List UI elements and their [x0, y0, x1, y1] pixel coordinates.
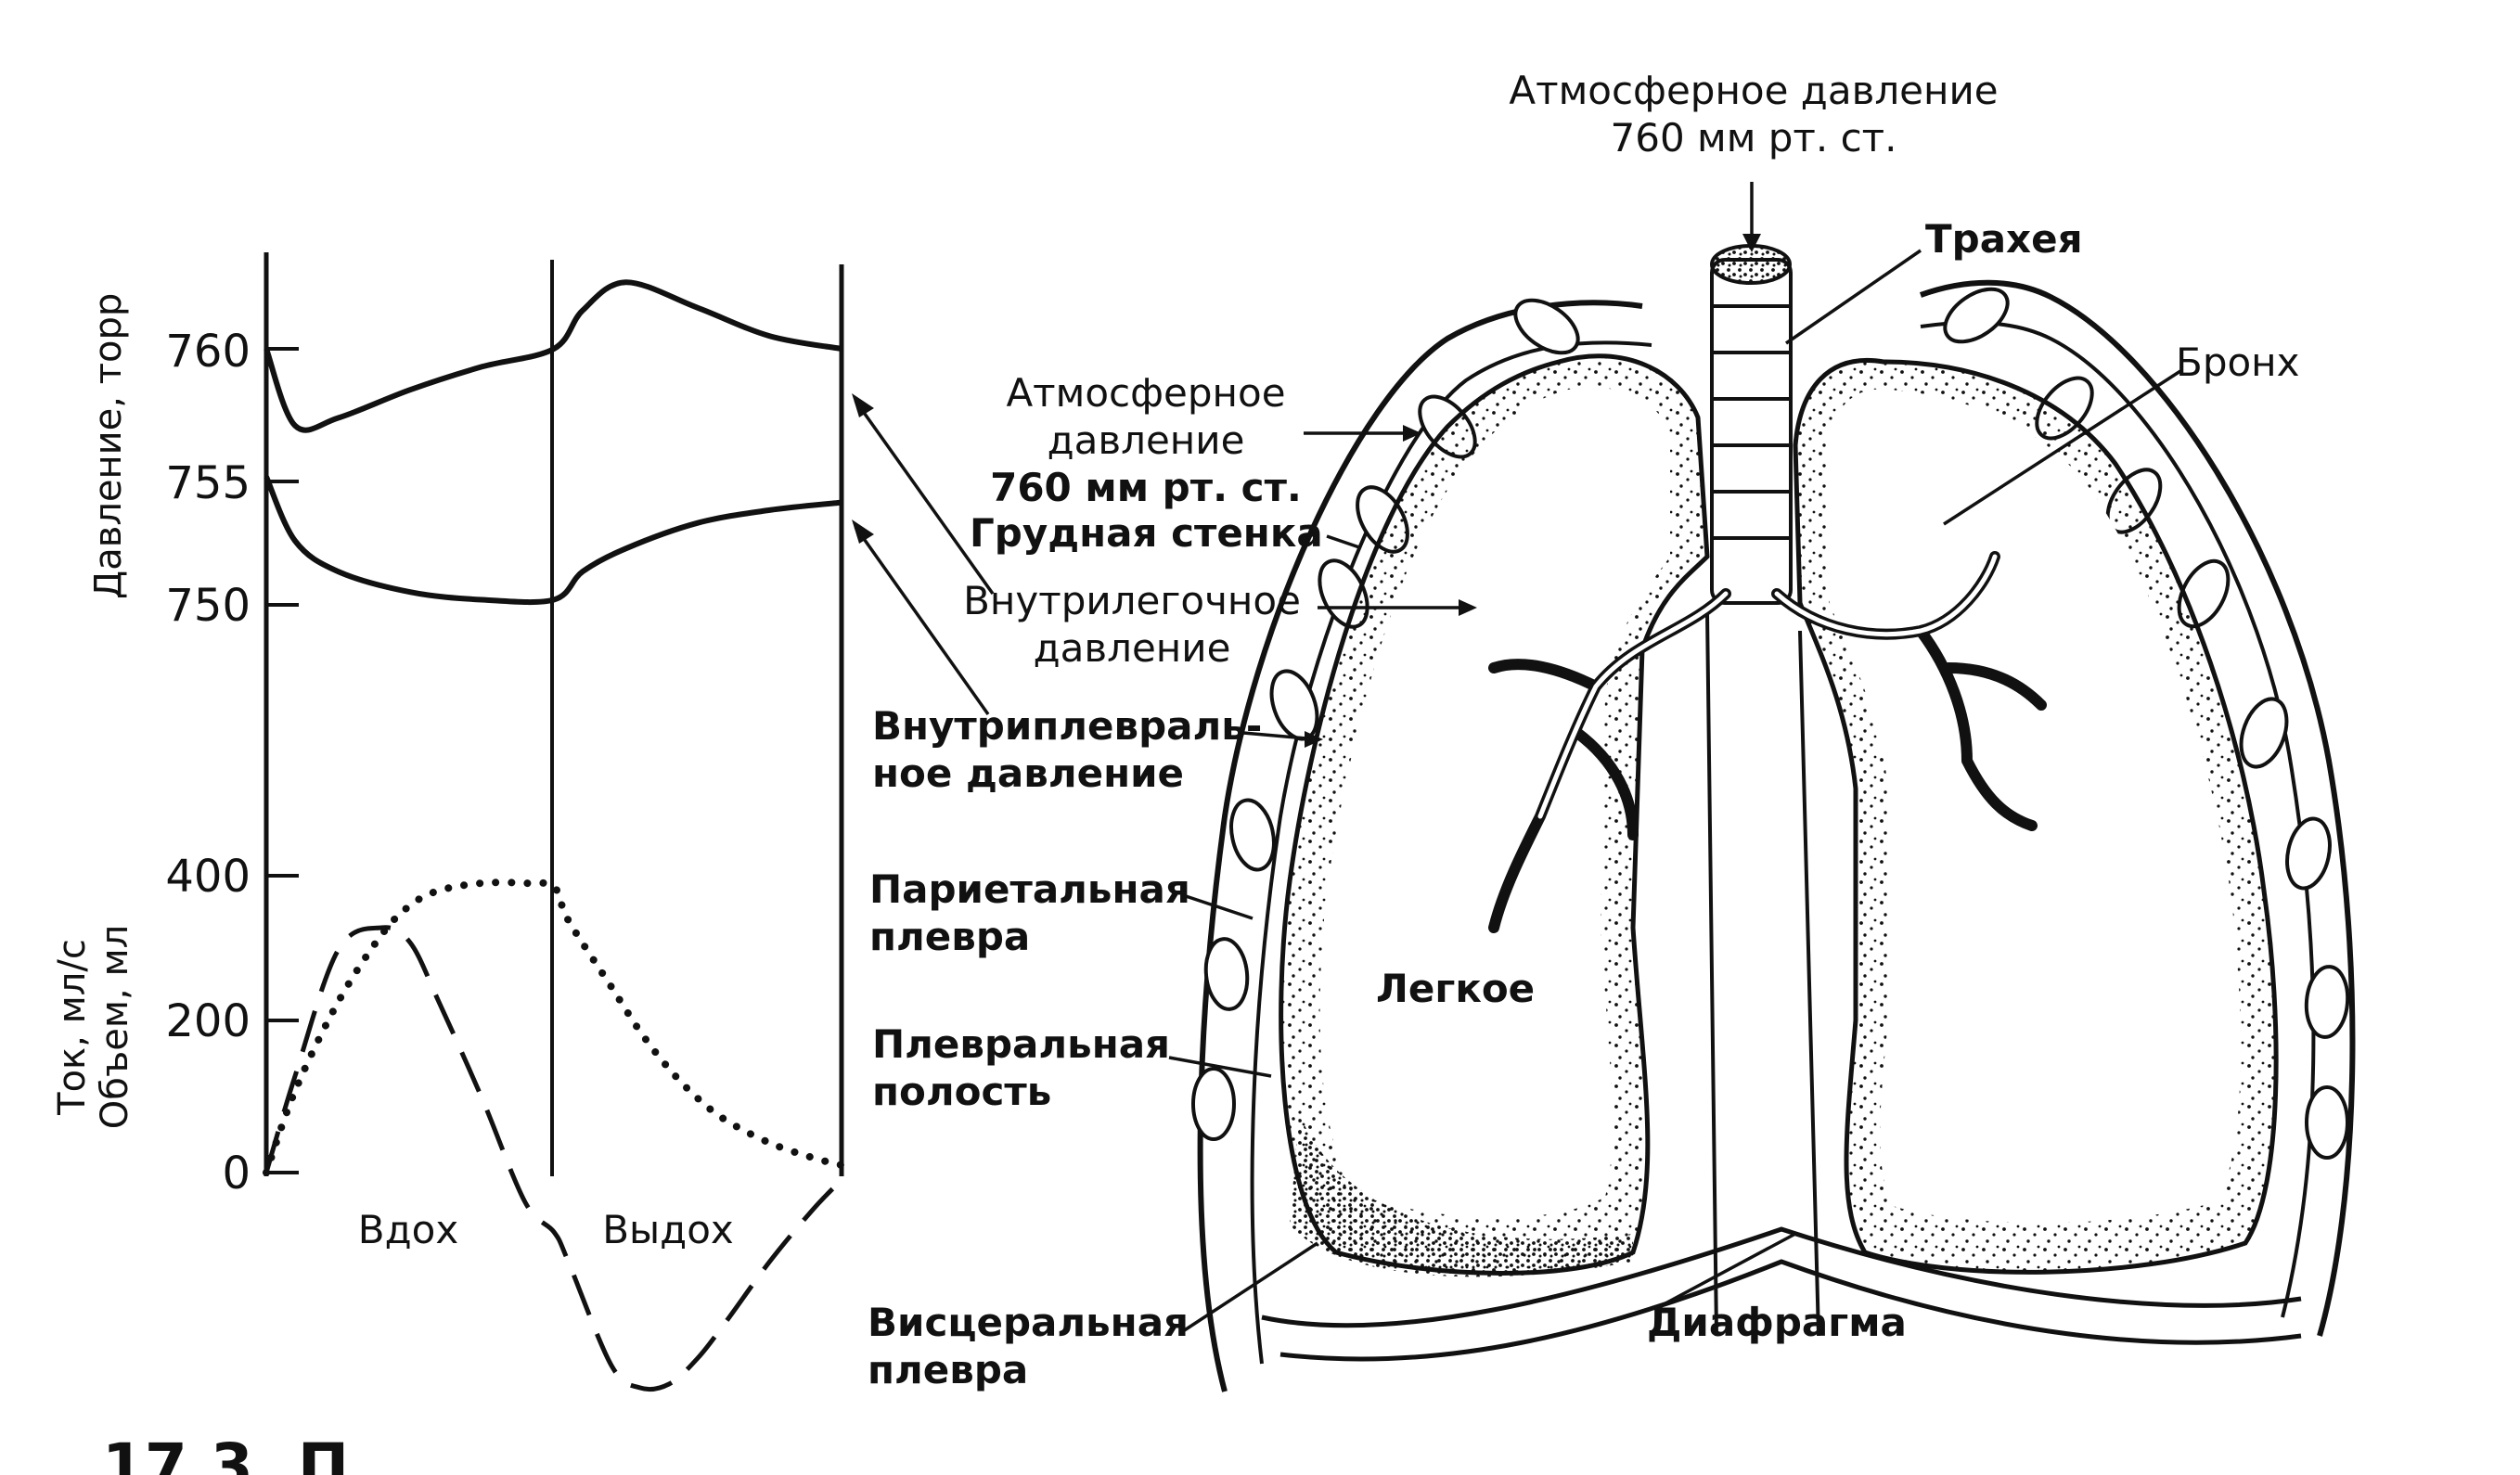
tick-200-label: 200	[165, 995, 251, 1047]
pressure-chart	[264, 252, 844, 1176]
diaphragm-pointer	[1665, 1232, 1796, 1305]
right-lung-inner	[1826, 389, 2241, 1224]
intrapulmonary-curve-arrowhead	[852, 393, 874, 417]
intrapleural-pressure-line	[264, 475, 842, 606]
atm-pressure-side-label: Атмосферное давление 760 мм рт. ст.	[990, 370, 1302, 511]
intrapulmonary-pressure-line	[264, 279, 842, 433]
trachea-shape	[1710, 244, 1793, 605]
tick-400-label: 400	[165, 851, 251, 903]
chest-wall-pointer	[1326, 534, 1360, 549]
intrapleural-curve-pointer	[854, 525, 990, 716]
trachea-label: Трахея	[1925, 216, 2083, 262]
intrapleural-curve-arrowhead	[852, 519, 874, 544]
pressure-axis-label: Давление, торр	[87, 292, 130, 599]
intrapulmonary-pressure-label: Внутрилегочное давление	[963, 578, 1301, 672]
intrapulm-arrowhead	[1459, 599, 1477, 616]
bronchial-tree-inner	[1537, 554, 1998, 819]
parietal-pleura-label: Париетальная плевра	[869, 866, 1190, 960]
pleural-cavity-label: Плевральная полость	[872, 1021, 1171, 1115]
left-lung-base-stipple	[1290, 1113, 1633, 1277]
phase-inhale-label: Вдох	[357, 1207, 459, 1252]
parietal-pointer	[1182, 893, 1254, 920]
atm-pressure-top-label: Атмосферное давление 760 мм рт. ст.	[1509, 68, 1999, 161]
diaphragm-label: Диафрагма	[1647, 1300, 1907, 1345]
atm-side-arrowhead	[1403, 425, 1421, 442]
visceral-pointer	[1182, 1241, 1318, 1333]
left-lung-inner	[1319, 387, 1670, 1218]
intrapulmonary-curve-pointer	[854, 399, 995, 596]
tick-755-label: 755	[165, 457, 251, 509]
flow-axis-label: Ток, мл/с	[51, 939, 94, 1115]
pleural-cavity-pointer	[1168, 1056, 1272, 1078]
intrapleural-arrowhead	[1305, 731, 1323, 748]
tick-760-label: 760	[165, 326, 251, 378]
intrapleural-pressure-label: Внутриплевраль- ное давление	[872, 703, 1263, 797]
lung-label: Легкое	[1376, 966, 1536, 1011]
volume-dotted-line	[263, 879, 845, 1176]
flow-volume-chart	[263, 874, 845, 1392]
annotation-lines	[852, 182, 2181, 1333]
mediastinum	[1705, 611, 1820, 1337]
lung-anatomy-illustration	[1191, 244, 2356, 1392]
figure-caption-fragment: 17.3. П	[102, 1430, 350, 1475]
tick-0-label: 0	[222, 1148, 251, 1199]
atm-top-arrowhead	[1742, 234, 1761, 252]
bronchus-pointer	[1943, 369, 2181, 526]
phase-exhale-label: Выдох	[602, 1207, 734, 1252]
bronchus-label: Бронх	[2176, 340, 2300, 385]
diaphragm-shape	[1261, 1226, 2302, 1362]
chest-wall-outline	[1197, 279, 2356, 1392]
trachea-pointer	[1785, 249, 1922, 345]
chest-wall-label: Грудная стенка	[970, 510, 1323, 556]
visceral-pleura-label: Висцеральная плевра	[868, 1300, 1189, 1393]
airflow-dashed-line	[264, 925, 843, 1392]
tick-750-label: 750	[165, 580, 251, 632]
